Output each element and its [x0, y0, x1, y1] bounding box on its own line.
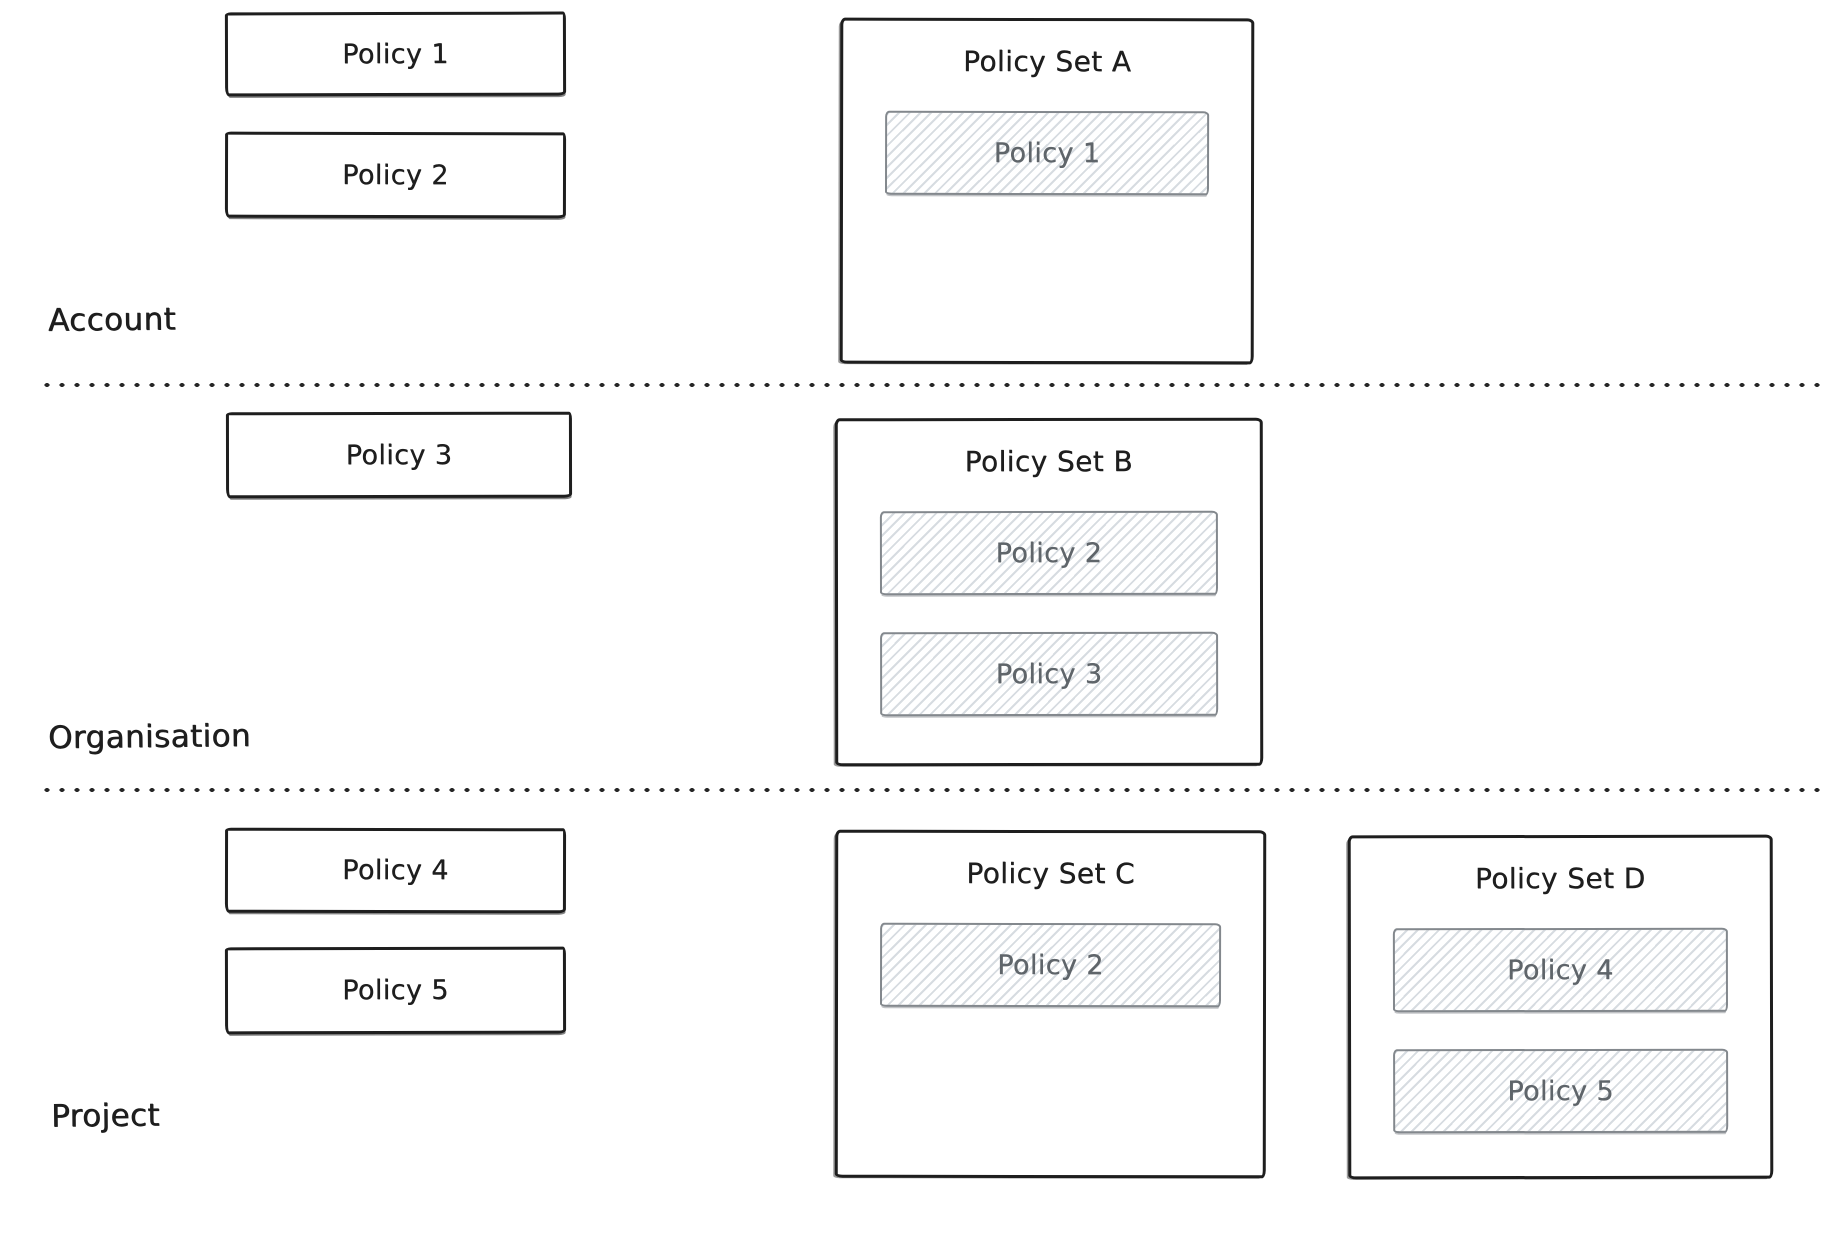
policy-box-policy-1: Policy 1	[224, 11, 567, 97]
policy-box-policy-4-label: Policy 4	[342, 854, 449, 887]
divider-organisation-project	[40, 787, 1826, 793]
policy-set-c-member-policy-2-label: Policy 2	[997, 949, 1104, 981]
policy-set-b-member-policy-3-label: Policy 3	[995, 658, 1103, 690]
policy-box-policy-3-label: Policy 3	[345, 439, 453, 471]
policy-set-a-title: Policy Set A	[963, 44, 1132, 79]
policy-box-policy-4: Policy 4	[224, 827, 567, 914]
policy-set-d-member-policy-5: Policy 5	[1393, 1048, 1729, 1134]
policy-set-c: Policy Set C Policy 2	[834, 829, 1267, 1179]
policy-set-b-member-policy-3: Policy 3	[880, 631, 1219, 717]
policy-box-policy-2-label: Policy 2	[342, 159, 449, 191]
policy-set-a-member-policy-1-label: Policy 1	[993, 137, 1101, 169]
policy-set-d-member-policy-4: Policy 4	[1392, 927, 1729, 1013]
policy-set-d-member-policy-4-label: Policy 4	[1507, 954, 1614, 986]
policy-set-d-member-policy-5-label: Policy 5	[1507, 1075, 1614, 1107]
policy-box-policy-3: Policy 3	[225, 411, 573, 499]
policy-set-b: Policy Set B Policy 2 Policy 3	[834, 417, 1264, 767]
section-label-project: Project	[50, 1097, 161, 1135]
policy-set-c-title: Policy Set C	[966, 856, 1136, 891]
policy-set-b-member-policy-2: Policy 2	[879, 510, 1219, 596]
policy-box-policy-5-label: Policy 5	[342, 974, 449, 1007]
policy-set-a-member-policy-1: Policy 1	[884, 110, 1210, 196]
policy-set-d: Policy Set D Policy 4 Policy 5	[1347, 834, 1774, 1180]
policy-set-a: Policy Set A Policy 1	[839, 17, 1255, 365]
policy-set-d-title: Policy Set D	[1474, 861, 1646, 896]
policy-box-policy-5: Policy 5	[224, 946, 567, 1035]
policy-set-b-member-policy-2-label: Policy 2	[995, 537, 1103, 569]
section-label-account: Account	[47, 301, 177, 339]
divider-account-organisation	[40, 382, 1826, 388]
policy-box-policy-2: Policy 2	[224, 131, 567, 219]
policy-box-policy-1-label: Policy 1	[342, 38, 449, 70]
section-label-organisation: Organisation	[47, 717, 252, 757]
policy-set-c-member-policy-2: Policy 2	[879, 922, 1222, 1008]
policy-set-b-title: Policy Set B	[964, 444, 1134, 479]
